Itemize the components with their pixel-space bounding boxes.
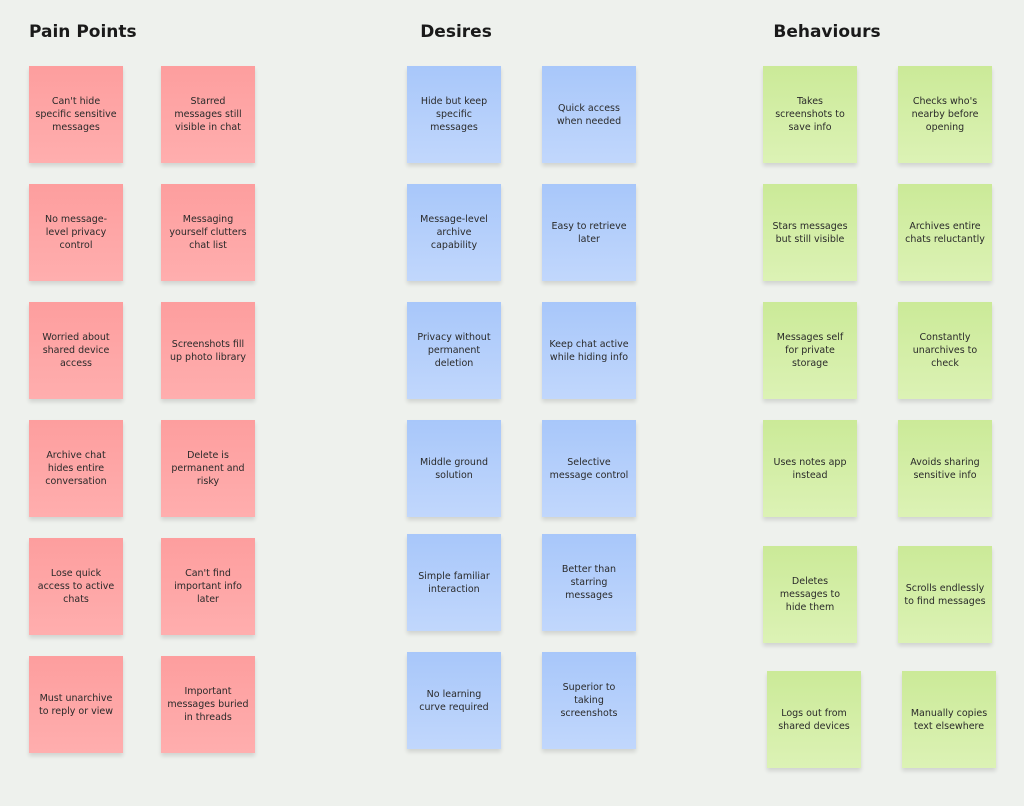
sticky-note[interactable]: Messaging yourself clutters chat list xyxy=(161,184,255,281)
sticky-note[interactable]: Keep chat active while hiding info xyxy=(542,302,636,399)
sticky-note[interactable]: Superior to taking screenshots xyxy=(542,652,636,749)
sticky-note[interactable]: Important messages buried in threads xyxy=(161,656,255,753)
sticky-note[interactable]: Uses notes app instead xyxy=(763,420,857,517)
sticky-note[interactable]: Archives entire chats reluctantly xyxy=(898,184,992,281)
sticky-note[interactable]: Middle ground solution xyxy=(407,420,501,517)
sticky-note[interactable]: Simple familiar interaction xyxy=(407,534,501,631)
sticky-note[interactable]: Stars messages but still visible xyxy=(763,184,857,281)
sticky-note[interactable]: Lose quick access to active chats xyxy=(29,538,123,635)
sticky-note[interactable]: Delete is permanent and risky xyxy=(161,420,255,517)
sticky-note[interactable]: Better than starring messages xyxy=(542,534,636,631)
sticky-note[interactable]: Screenshots fill up photo library xyxy=(161,302,255,399)
sticky-note[interactable]: Starred messages still visible in chat xyxy=(161,66,255,163)
sticky-note[interactable]: Worried about shared device access xyxy=(29,302,123,399)
sticky-note[interactable]: Manually copies text elsewhere xyxy=(902,671,996,768)
column-title: Pain Points xyxy=(29,22,137,42)
sticky-note[interactable]: Hide but keep specific messages xyxy=(407,66,501,163)
column-title: Behaviours xyxy=(773,22,881,42)
sticky-note[interactable]: Constantly unarchives to check xyxy=(898,302,992,399)
sticky-note[interactable]: Must unarchive to reply or view xyxy=(29,656,123,753)
sticky-note[interactable]: Deletes messages to hide them xyxy=(763,546,857,643)
sticky-note[interactable]: Avoids sharing sensitive info xyxy=(898,420,992,517)
sticky-note[interactable]: Messages self for private storage xyxy=(763,302,857,399)
column-title: Desires xyxy=(420,22,492,42)
sticky-note[interactable]: Archive chat hides entire conversation xyxy=(29,420,123,517)
sticky-note[interactable]: Easy to retrieve later xyxy=(542,184,636,281)
sticky-note[interactable]: Privacy without permanent deletion xyxy=(407,302,501,399)
sticky-note[interactable]: Can't hide specific sensitive messages xyxy=(29,66,123,163)
sticky-note[interactable]: No message-level privacy control xyxy=(29,184,123,281)
sticky-note[interactable]: Takes screenshots to save info xyxy=(763,66,857,163)
sticky-note[interactable]: Quick access when needed xyxy=(542,66,636,163)
sticky-note[interactable]: Scrolls endlessly to find messages xyxy=(898,546,992,643)
sticky-note[interactable]: Selective message control xyxy=(542,420,636,517)
sticky-note[interactable]: Message-level archive capability xyxy=(407,184,501,281)
sticky-note[interactable]: No learning curve required xyxy=(407,652,501,749)
sticky-note[interactable]: Can't find important info later xyxy=(161,538,255,635)
sticky-note[interactable]: Checks who's nearby before opening xyxy=(898,66,992,163)
sticky-note[interactable]: Logs out from shared devices xyxy=(767,671,861,768)
